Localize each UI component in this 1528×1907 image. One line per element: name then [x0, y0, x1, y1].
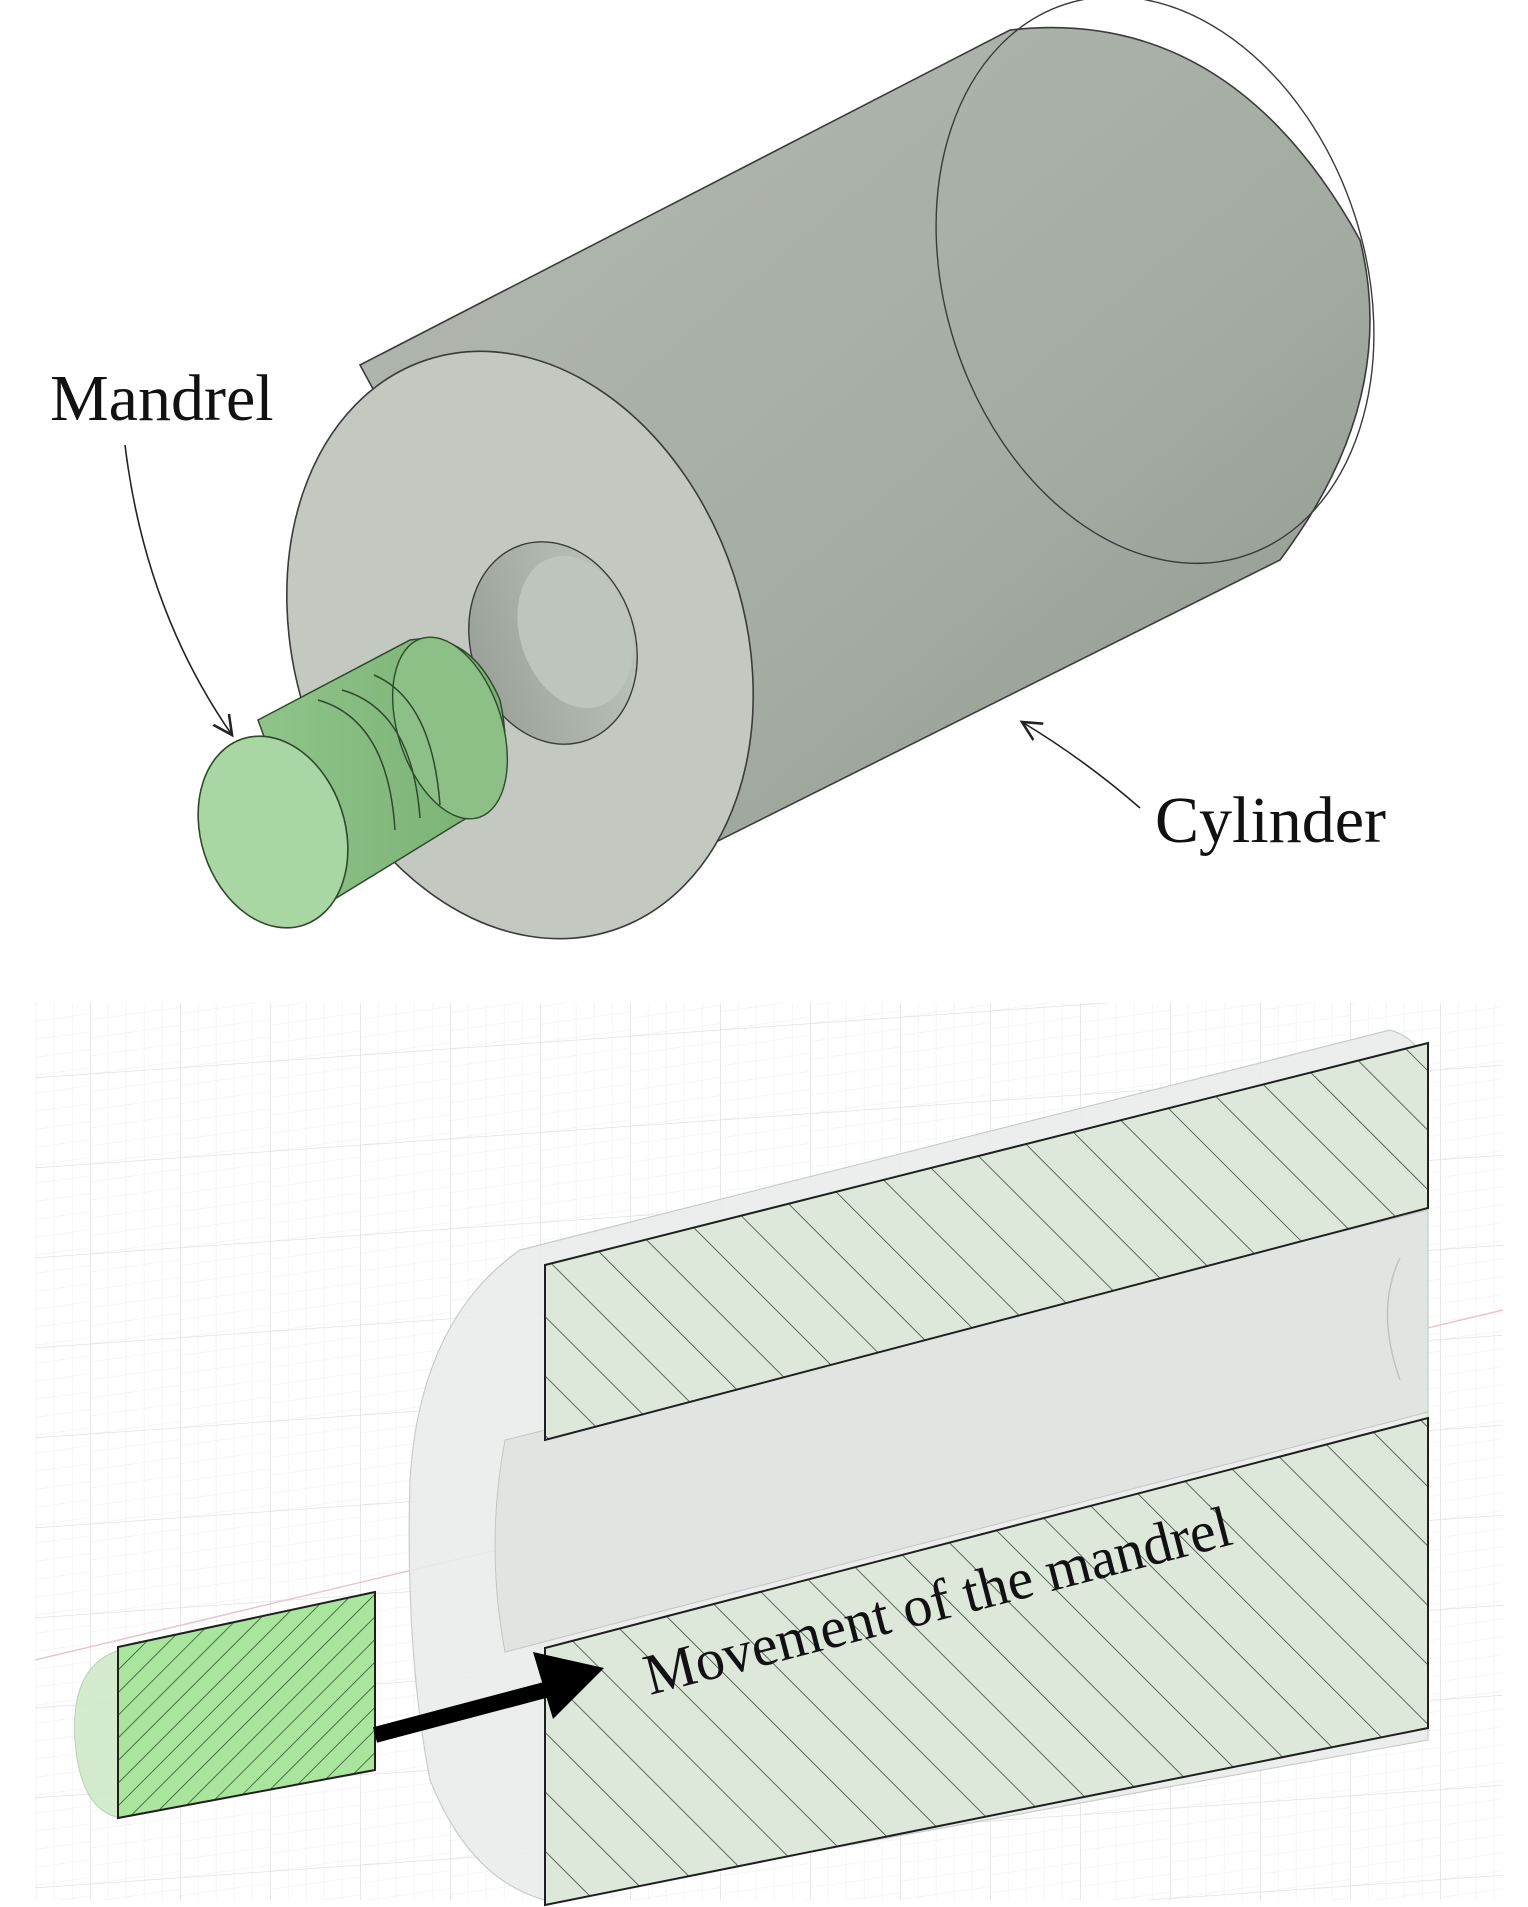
bore-inner-curve	[1386, 1257, 1401, 1381]
cylinder-leader-line	[1022, 722, 1141, 809]
mandrel	[197, 636, 509, 929]
mandrel-front-face	[197, 735, 349, 929]
mandrel-label: Mandrel	[50, 362, 274, 435]
mandrel-hatched-face	[117, 1590, 376, 1820]
mandrel-rear	[74, 1649, 121, 1819]
mandrel-leader-line	[124, 444, 232, 735]
movement-arrow-head	[533, 1652, 604, 1719]
movement-arrow	[372, 1652, 604, 1743]
mandrel-section	[74, 1590, 376, 1820]
mandrel-groove-2	[341, 689, 421, 819]
lower-section	[544, 1416, 1429, 1907]
cylinder-bore-inner	[517, 555, 633, 709]
upper-section	[544, 1041, 1429, 1442]
top-panel: Mandrel Cylinder	[50, 0, 1386, 940]
movement-arrow-shaft	[372, 1682, 548, 1743]
mandrel-groove-1	[317, 699, 396, 831]
cylinder-bore-channel	[494, 1209, 1429, 1653]
bottom-panel: Movement of the mandrel	[34, 1003, 1504, 1907]
cylinder-back-edge	[935, 0, 1375, 565]
mandrel-rear-cap	[391, 636, 509, 820]
cylinder-label: Cylinder	[1155, 784, 1386, 857]
mandrel-groove-3	[373, 674, 441, 806]
